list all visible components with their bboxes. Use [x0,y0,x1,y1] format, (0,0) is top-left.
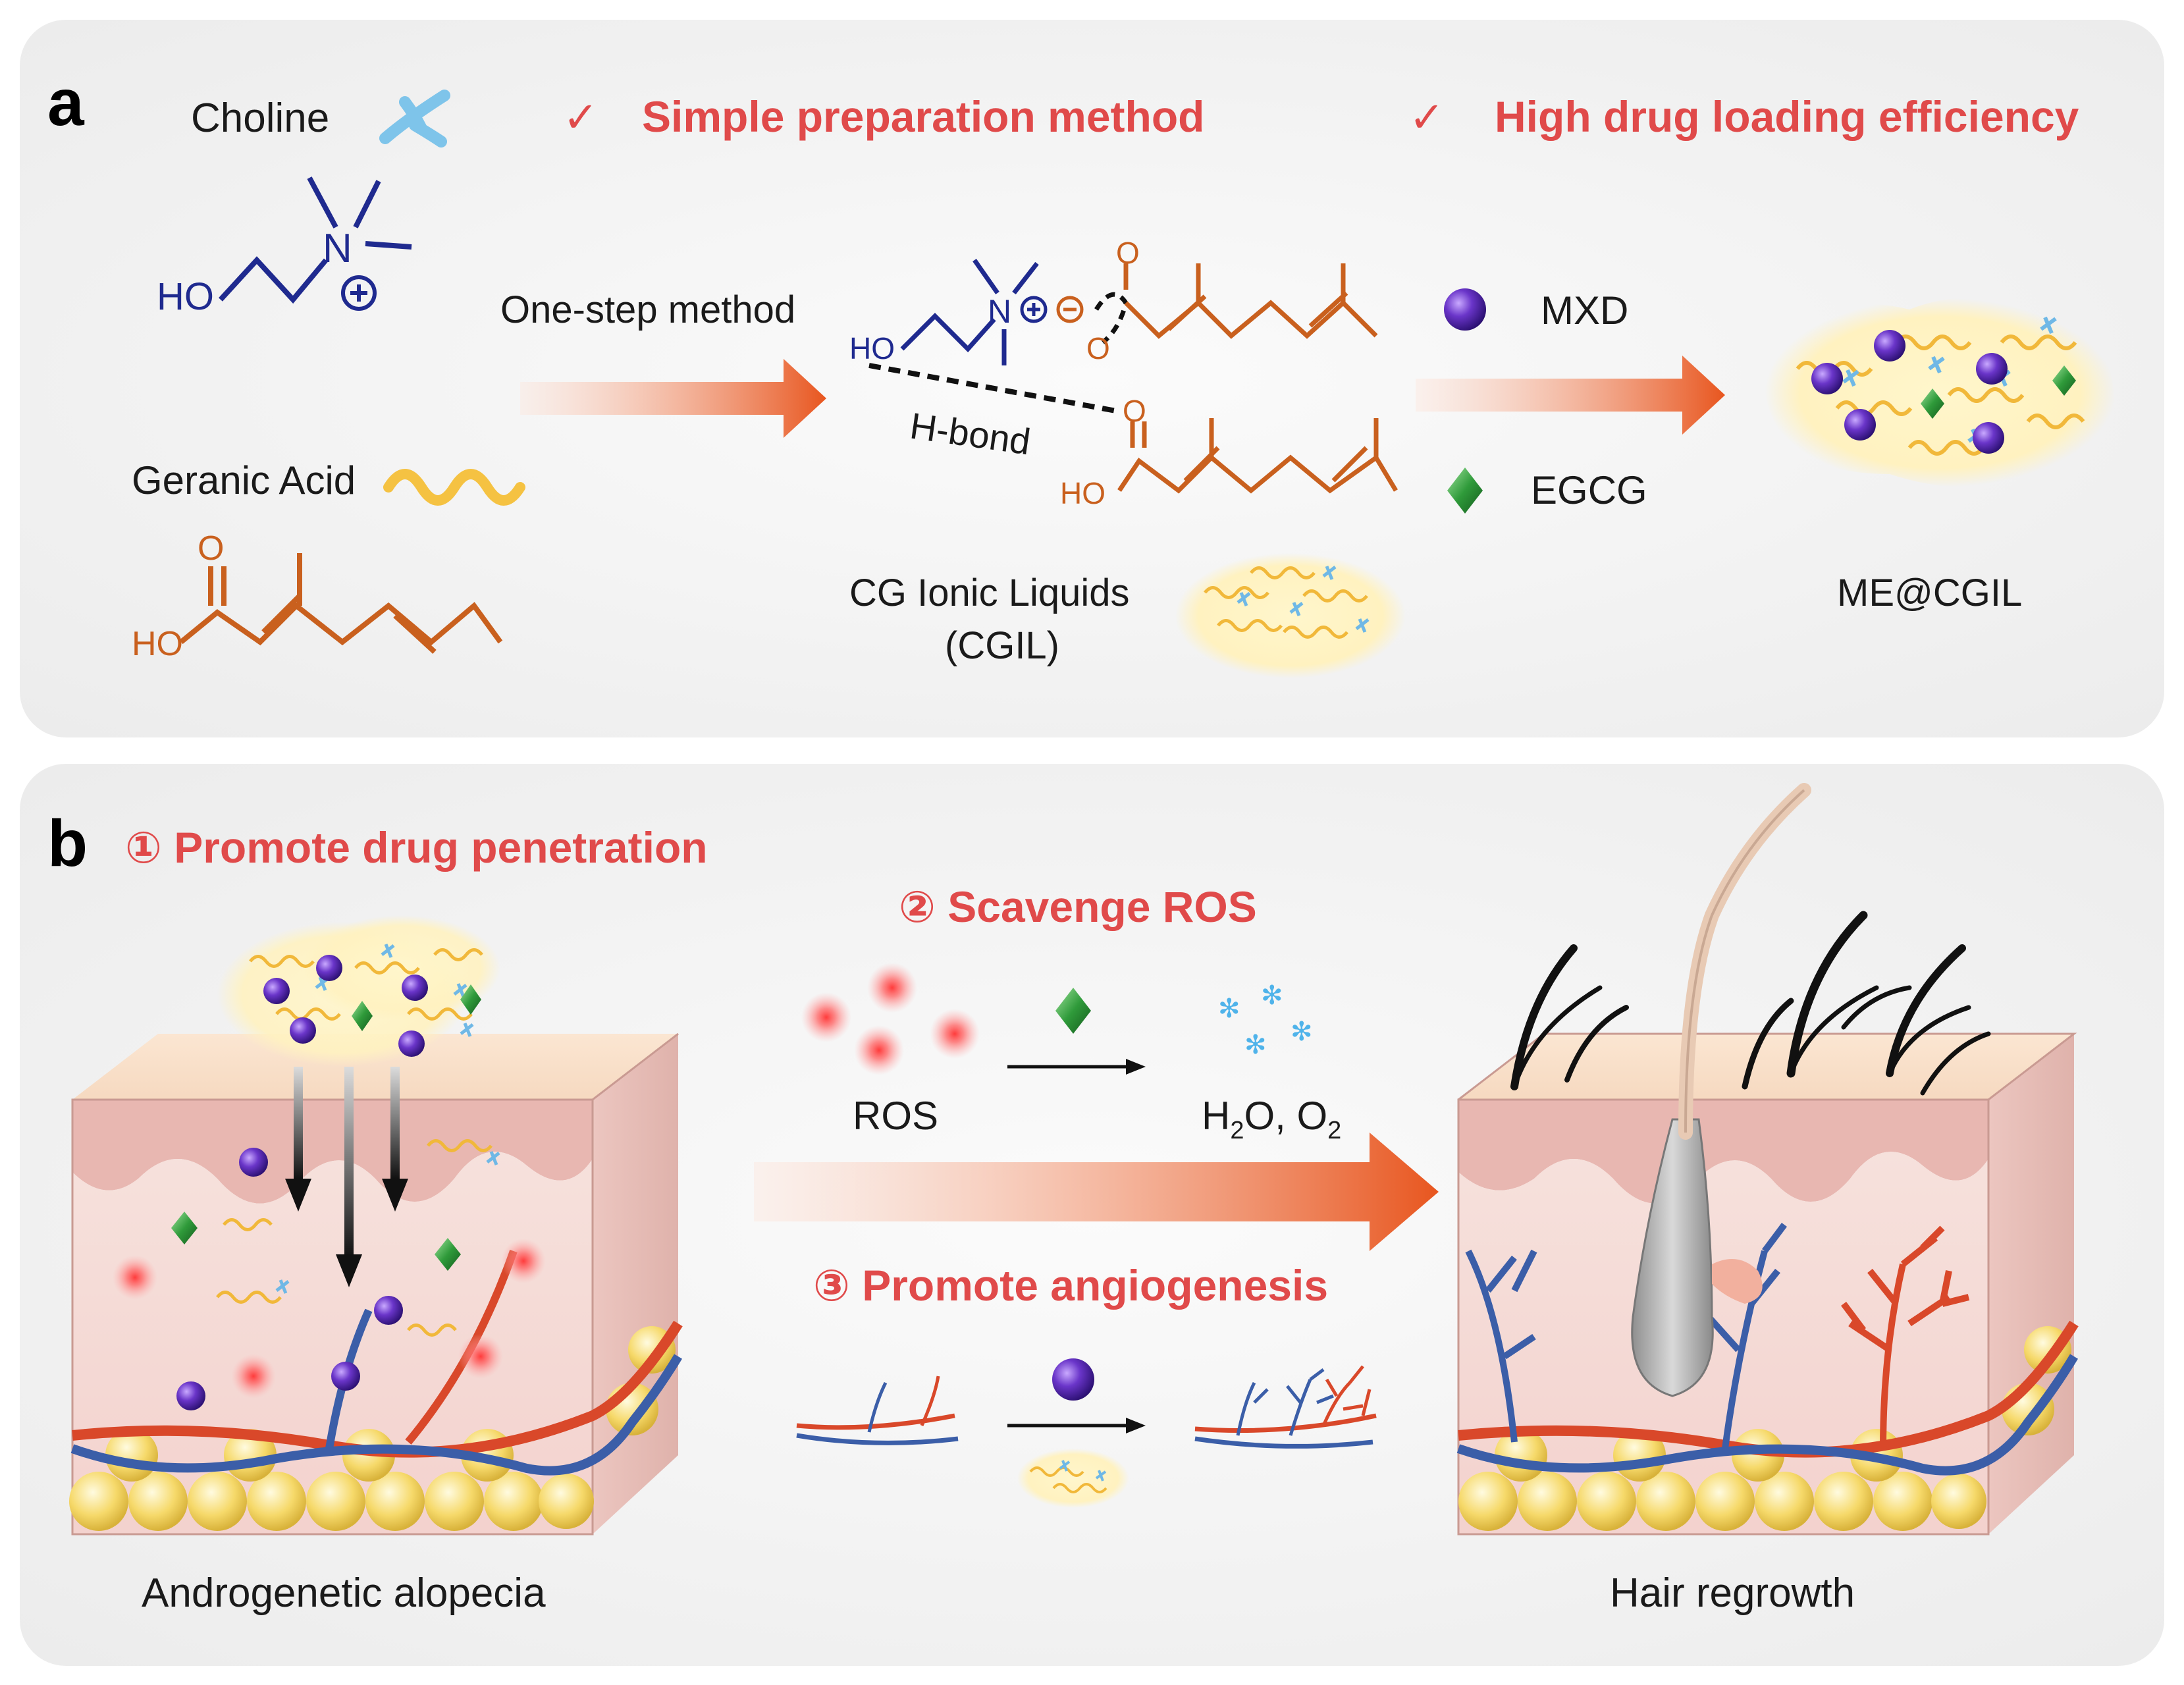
geranic-ho-label: HO [132,625,183,663]
choline-label: Choline [191,95,329,141]
loading-arrow [1416,356,1725,435]
svg-text:✻: ✻ [1261,981,1283,1010]
mxd-label: MXD [1541,288,1628,333]
cgil-label-line2: (CGIL) [945,624,1059,667]
svg-text:O: O [1086,331,1110,365]
me-cgil-label: ME@CGIL [1837,572,2022,614]
angiogenesis-scheme [796,1358,1377,1508]
benefit-simple-preparation: Simple preparation method [642,92,1204,141]
one-step-method-label: One-step method [500,288,795,331]
choline-plus-charge [341,275,377,311]
regrown-hair-strands [1510,911,1991,1096]
panel-a-background [20,20,2164,737]
ros-scavenging-scheme: ✻ ✻ ✻ ✻ ROS H2O, O2 [801,963,1341,1144]
cgil-ho-label: HO [849,331,895,365]
h2o-o2-label: H2O, O2 [1202,1094,1341,1144]
check-mark-1: ✓ [563,94,599,141]
step2-scavenge-ros: ② Scavenge ROS [899,882,1257,931]
panel-b-letter: b [47,807,88,880]
step1-promote-penetration: ① Promote drug penetration [125,823,708,872]
one-step-arrow [520,359,826,438]
check-mark-2: ✓ [1409,94,1445,141]
ros-label: ROS [853,1094,938,1138]
water-oxygen-star-icons: ✻ ✻ ✻ ✻ [1218,981,1313,1059]
choline-ho-label: HO [157,275,214,318]
svg-text:O: O [1123,394,1146,428]
benefit-high-drug-loading: High drug loading efficiency [1495,92,2079,141]
geranic-acid-icon [383,469,525,506]
svg-text:HO: HO [1060,476,1105,510]
caption-hair-regrowth: Hair regrowth [1610,1570,1855,1616]
main-treatment-arrow [754,1133,1439,1251]
ros-dot-icon [801,992,851,1042]
skin-block-alopecia [69,915,683,1536]
svg-text:✻: ✻ [1291,1017,1313,1046]
step3-promote-angiogenesis: ③ Promote angiogenesis [813,1261,1328,1310]
mxd-sphere-icon [1444,288,1486,331]
geranic-acid-label: Geranic Acid [132,458,356,502]
cgil-label-line1: CG Ionic Liquids [849,572,1130,614]
skin-block-hair-regrowth [1456,783,2079,1536]
caption-androgenetic-alopecia: Androgenetic alopecia [142,1570,546,1616]
panel-a-letter: a [47,66,85,140]
egcg-label: EGCG [1531,468,1647,512]
choline-structure: HO N [157,176,412,318]
h-bond-line [868,363,1120,414]
choline-icon [379,90,450,147]
egcg-diamond-icon [1447,468,1483,514]
mxd-sphere-icon-2 [1052,1358,1094,1401]
geranic-acid-structure [179,553,503,654]
svg-text:✻: ✻ [1218,994,1240,1023]
cgil-blob-icon [1175,553,1406,678]
cgil-n-label: N [988,293,1011,330]
choline-n-label: N [323,226,352,271]
geranic-o-label: O [198,529,224,568]
svg-text:✻: ✻ [1244,1030,1267,1059]
svg-text:O: O [1116,236,1140,270]
me-cgil-blob-icon [1765,298,2116,487]
cgil-small-blob-icon [1017,1449,1129,1508]
egcg-diamond-icon-2 [1055,988,1091,1034]
